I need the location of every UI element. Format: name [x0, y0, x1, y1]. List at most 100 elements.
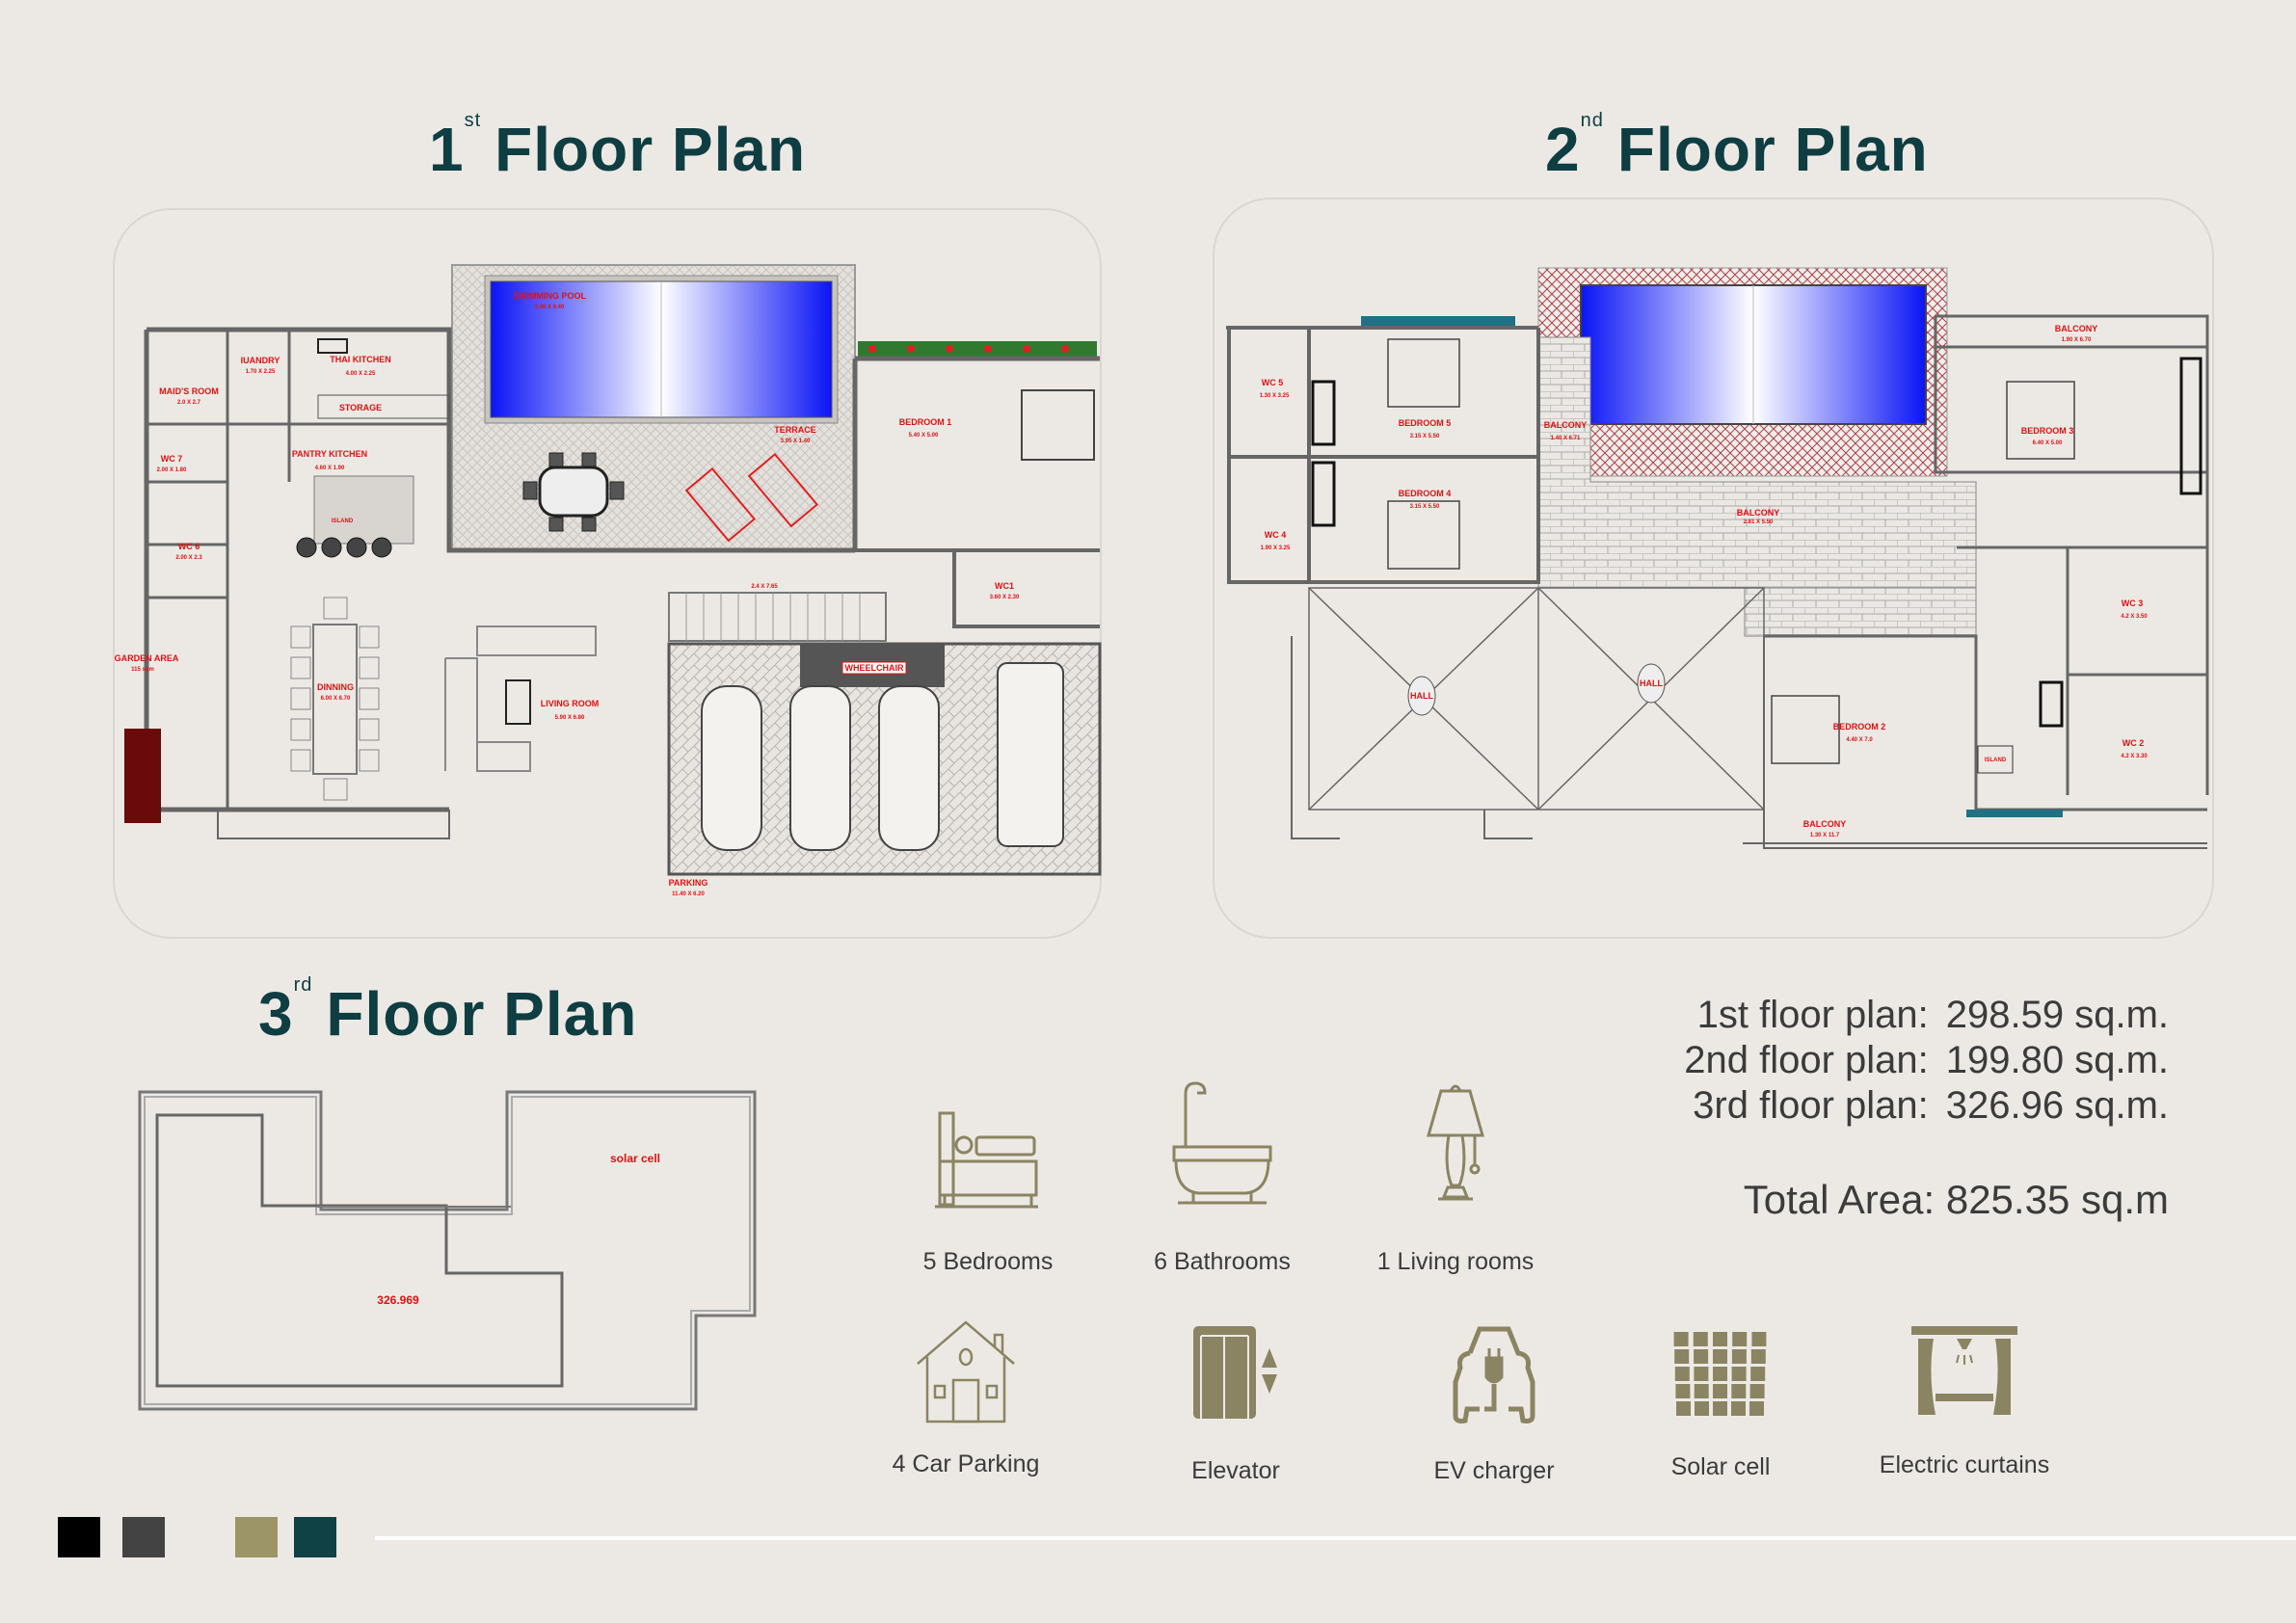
solar-cell-tile — [1731, 1367, 1747, 1381]
solar-cell-tile — [1731, 1349, 1747, 1364]
amenity-label: Elevator — [1191, 1457, 1280, 1484]
lamp-icon — [1427, 1084, 1484, 1201]
room-label: PARKING — [669, 878, 708, 888]
amenity-label: 4 Car Parking — [892, 1450, 1040, 1477]
room-dimension: 3.15 X 5.50 — [1410, 434, 1440, 439]
room-label: BEDROOM 3 — [2021, 426, 2074, 436]
solar-cell-tile — [1713, 1401, 1727, 1416]
first-floor-title: 1st Floor Plan — [429, 110, 807, 185]
solar-cell-tile — [1751, 1332, 1767, 1346]
title-text: Floor Plan — [1616, 115, 1929, 184]
room-label: THAI KITCHEN — [330, 355, 391, 364]
room-dimension: 4.60 X 1.90 — [315, 466, 345, 471]
amenity-label: 1 Living rooms — [1376, 1248, 1535, 1275]
solar-cell-tile — [1673, 1332, 1689, 1346]
solar-cell-tile — [1694, 1349, 1709, 1364]
room-dimension: 5.90 X 6.80 — [555, 715, 585, 721]
amenity-electric-curtains: Electric curtains — [1839, 1326, 2090, 1479]
title-number: 1 — [429, 115, 465, 184]
solar-panel-icon — [1673, 1332, 1767, 1416]
title-ordinal: nd — [1580, 110, 1604, 131]
room-dimension: 1.70 X 2.25 — [246, 369, 276, 375]
room-label: BEDROOM 4 — [1399, 489, 1452, 498]
room-dimension: 4.2 X 3.30 — [2121, 754, 2148, 759]
color-swatch-dark-gray — [122, 1517, 165, 1557]
room-label: WC 4 — [1265, 530, 1287, 540]
solar-cell-tile — [1713, 1384, 1727, 1398]
third-floor-plan — [138, 1090, 757, 1411]
room-label: WHEELCHAIR — [845, 663, 904, 673]
room-label: WC 3 — [2122, 599, 2144, 608]
bed-icon — [935, 1111, 1038, 1209]
room-label: BEDROOM 1 — [899, 417, 952, 427]
area-label: 2nd floor plan: — [1684, 1039, 1929, 1081]
room-dimension: 4.2 X 3.50 — [2121, 614, 2148, 620]
room-label: HALL — [1410, 691, 1433, 701]
room-dimension: 1.40 X 6.71 — [1551, 436, 1581, 441]
amenity-label: 5 Bedrooms — [922, 1248, 1054, 1275]
room-dimension: 1.30 X 3.25 — [1260, 393, 1290, 399]
solar-cell-tile — [1713, 1367, 1727, 1381]
divider-line — [375, 1536, 2296, 1540]
area-label: 3rd floor plan: — [1693, 1084, 1929, 1127]
room-label: WC 5 — [1262, 378, 1284, 387]
amenity-label: Electric curtains — [1879, 1451, 2050, 1478]
room-label: PANTRY KITCHEN — [292, 449, 367, 459]
area-row: 2nd floor plan:199.80 sq.m. — [1684, 1038, 2169, 1083]
room-label: STORAGE — [339, 403, 382, 412]
room-dimension: 1.30 X 11.7 — [1810, 833, 1840, 838]
title-text: Floor Plan — [494, 115, 807, 184]
solar-cell-tile — [1694, 1367, 1709, 1381]
room-dimension: 115 sqm — [131, 667, 154, 673]
amenity-living-rooms: 1 Living rooms — [1330, 1079, 1581, 1276]
solar-cell-tile — [1693, 1332, 1708, 1346]
solar-cell-tile — [1731, 1401, 1746, 1416]
room-label: WC 2 — [2122, 738, 2145, 748]
room-dimension: 1.90 X 3.25 — [1261, 545, 1291, 551]
room-dimension: 6.00 X 6.70 — [321, 696, 351, 702]
elevator-icon — [1193, 1326, 1277, 1419]
room-label: BALCONY — [1803, 819, 1847, 829]
wheelchair-tag — [841, 661, 907, 675]
room-dimension: 2.00 X 2.3 — [175, 555, 202, 561]
area-row: 3rd floor plan: 326.96 sq.m. — [1684, 1083, 2169, 1129]
color-swatch-black — [58, 1517, 100, 1557]
area-row: 1st floor plan:298.59 sq.m. — [1684, 993, 2169, 1038]
area-value: 326.96 sq.m. — [1945, 1084, 2169, 1127]
amenity-ev-charger: EV charger — [1369, 1324, 1619, 1485]
solar-cell-tile — [1674, 1367, 1690, 1381]
room-label: BALCONY — [2055, 324, 2098, 333]
bathtub-icon — [1172, 1081, 1272, 1205]
room-label: HALL — [1640, 678, 1663, 688]
room-label: WC 7 — [161, 454, 183, 464]
room-label: DINNING — [317, 682, 354, 692]
room-label: BALCONY — [1737, 508, 1780, 518]
solar-cell-tile — [1750, 1367, 1766, 1381]
title-number: 3 — [258, 979, 294, 1049]
room-dimension: 2.81 X 5.50 — [1744, 519, 1774, 525]
room-label: BALCONY — [1544, 420, 1588, 430]
solar-cell-tile — [1732, 1332, 1748, 1346]
room-label: GARDEN AREA — [115, 653, 179, 663]
room-dimension: 3.90 X 9.40 — [535, 305, 565, 310]
solar-cell-tile — [1695, 1401, 1709, 1416]
amenity-label: EV charger — [1433, 1457, 1555, 1484]
room-label: BEDROOM 2 — [1833, 722, 1886, 732]
amenity-car-parking: 4 Car Parking — [841, 1320, 1091, 1478]
room-label: IUANDRY — [241, 356, 280, 365]
area-summary: 1st floor plan:298.59 sq.m. 2nd floor pl… — [1684, 993, 2169, 1223]
title-ordinal: st — [464, 110, 482, 131]
color-swatch-teal — [294, 1517, 336, 1557]
solar-cell-tile — [1694, 1384, 1709, 1398]
solar-cell-tile — [1749, 1401, 1764, 1416]
second-floor-panel — [1213, 198, 2214, 939]
room-label: MAID'S ROOM — [159, 386, 219, 396]
room-label: BEDROOM 5 — [1399, 418, 1452, 428]
solar-cell-tile — [1675, 1384, 1691, 1398]
room-label: LIVING ROOM — [541, 699, 600, 708]
ramp-dimension: 2.4 X 7.65 — [751, 584, 778, 590]
roof-area-label: 326.969 — [377, 1293, 419, 1307]
room-dimension: 3.60 X 2.30 — [990, 595, 1020, 600]
